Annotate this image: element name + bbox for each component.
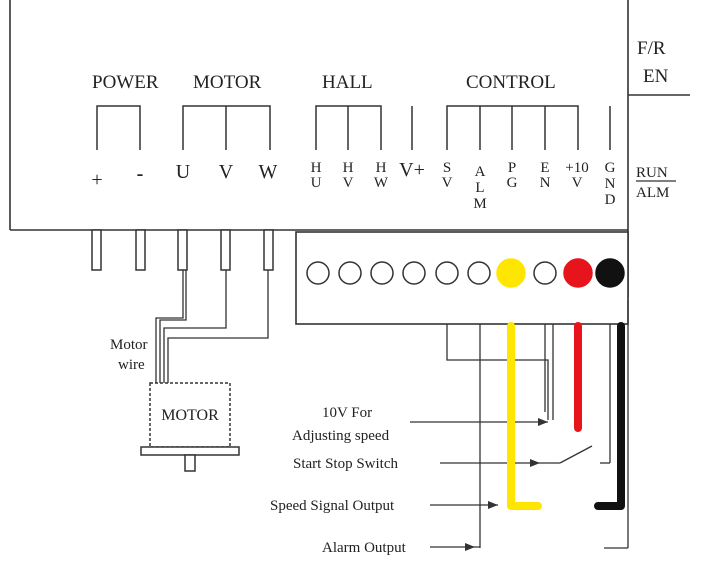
terminal-red (563, 258, 593, 288)
annotation-speed-signal: Speed Signal Output (270, 498, 395, 514)
colored-wires (507, 322, 625, 510)
pin-u: U (176, 161, 191, 183)
pin-en-2: N (540, 175, 551, 191)
controller-box (9, 0, 690, 298)
pin-hw-2: W (374, 175, 389, 191)
pin-en-1: E (540, 160, 549, 176)
fr-label: F/R (637, 38, 666, 59)
pin-plus: + (91, 169, 102, 191)
annotation-start-stop: Start Stop Switch (293, 456, 399, 472)
pin-sv-1: S (443, 160, 451, 176)
arrow-heads (465, 418, 548, 551)
pin-v: V (219, 161, 234, 183)
terminal-hole (435, 261, 459, 285)
terminal-hole (533, 261, 557, 285)
terminal-hole (467, 261, 491, 285)
pin-10v-1: +10 (565, 160, 588, 176)
annotation-adjust-line1: 10V For (322, 405, 372, 421)
pin-gnd-3: D (605, 192, 616, 208)
motor-group-label: MOTOR (193, 72, 262, 93)
pin-hw-1: H (376, 160, 387, 176)
pin-alm-1: A (475, 164, 486, 180)
pin-vplus: V+ (399, 159, 425, 181)
terminal-hole (306, 261, 330, 285)
motor-body (140, 382, 240, 472)
group-brackets (96, 105, 611, 150)
motor-label: MOTOR (161, 407, 219, 424)
pin-hv-2: V (343, 175, 354, 191)
pin-alm-side: ALM (636, 185, 669, 201)
black-wire (594, 322, 625, 510)
annotation-adjust-line2: Adjusting speed (292, 428, 390, 444)
en-label: EN (643, 66, 669, 87)
pin-pg-1: P (508, 160, 516, 176)
terminal-black (595, 258, 625, 288)
terminal-yellow (496, 258, 526, 288)
pin-pg-2: G (507, 175, 518, 191)
pin-hu-1: H (311, 160, 322, 176)
annotation-alarm: Alarm Output (322, 540, 407, 556)
pin-run: RUN (636, 165, 668, 181)
pin-10v-2: V (572, 175, 583, 191)
motor-wires (155, 270, 269, 383)
pin-minus: - (137, 163, 144, 185)
power-motor-prongs (91, 229, 274, 271)
terminal-holes (306, 258, 625, 288)
pin-hv-1: H (343, 160, 354, 176)
control-group-label: CONTROL (466, 72, 556, 93)
pin-w: W (259, 161, 278, 183)
pin-hu-2: U (311, 175, 322, 191)
terminal-hole (370, 261, 394, 285)
pin-gnd-1: G (605, 160, 616, 176)
pin-gnd-2: N (605, 176, 616, 192)
terminal-hole (402, 261, 426, 285)
motor-wire-label-2: wire (118, 357, 145, 373)
power-group-label: POWER (92, 72, 159, 93)
pin-alm-2: L (475, 180, 484, 196)
hall-group-label: HALL (322, 72, 373, 93)
yellow-wire (507, 322, 542, 510)
pin-alm-3: M (473, 196, 486, 212)
control-wiring (410, 300, 629, 549)
pin-sv-2: V (442, 175, 453, 191)
motor-wire-label-1: Motor (110, 337, 148, 353)
terminal-hole (338, 261, 362, 285)
